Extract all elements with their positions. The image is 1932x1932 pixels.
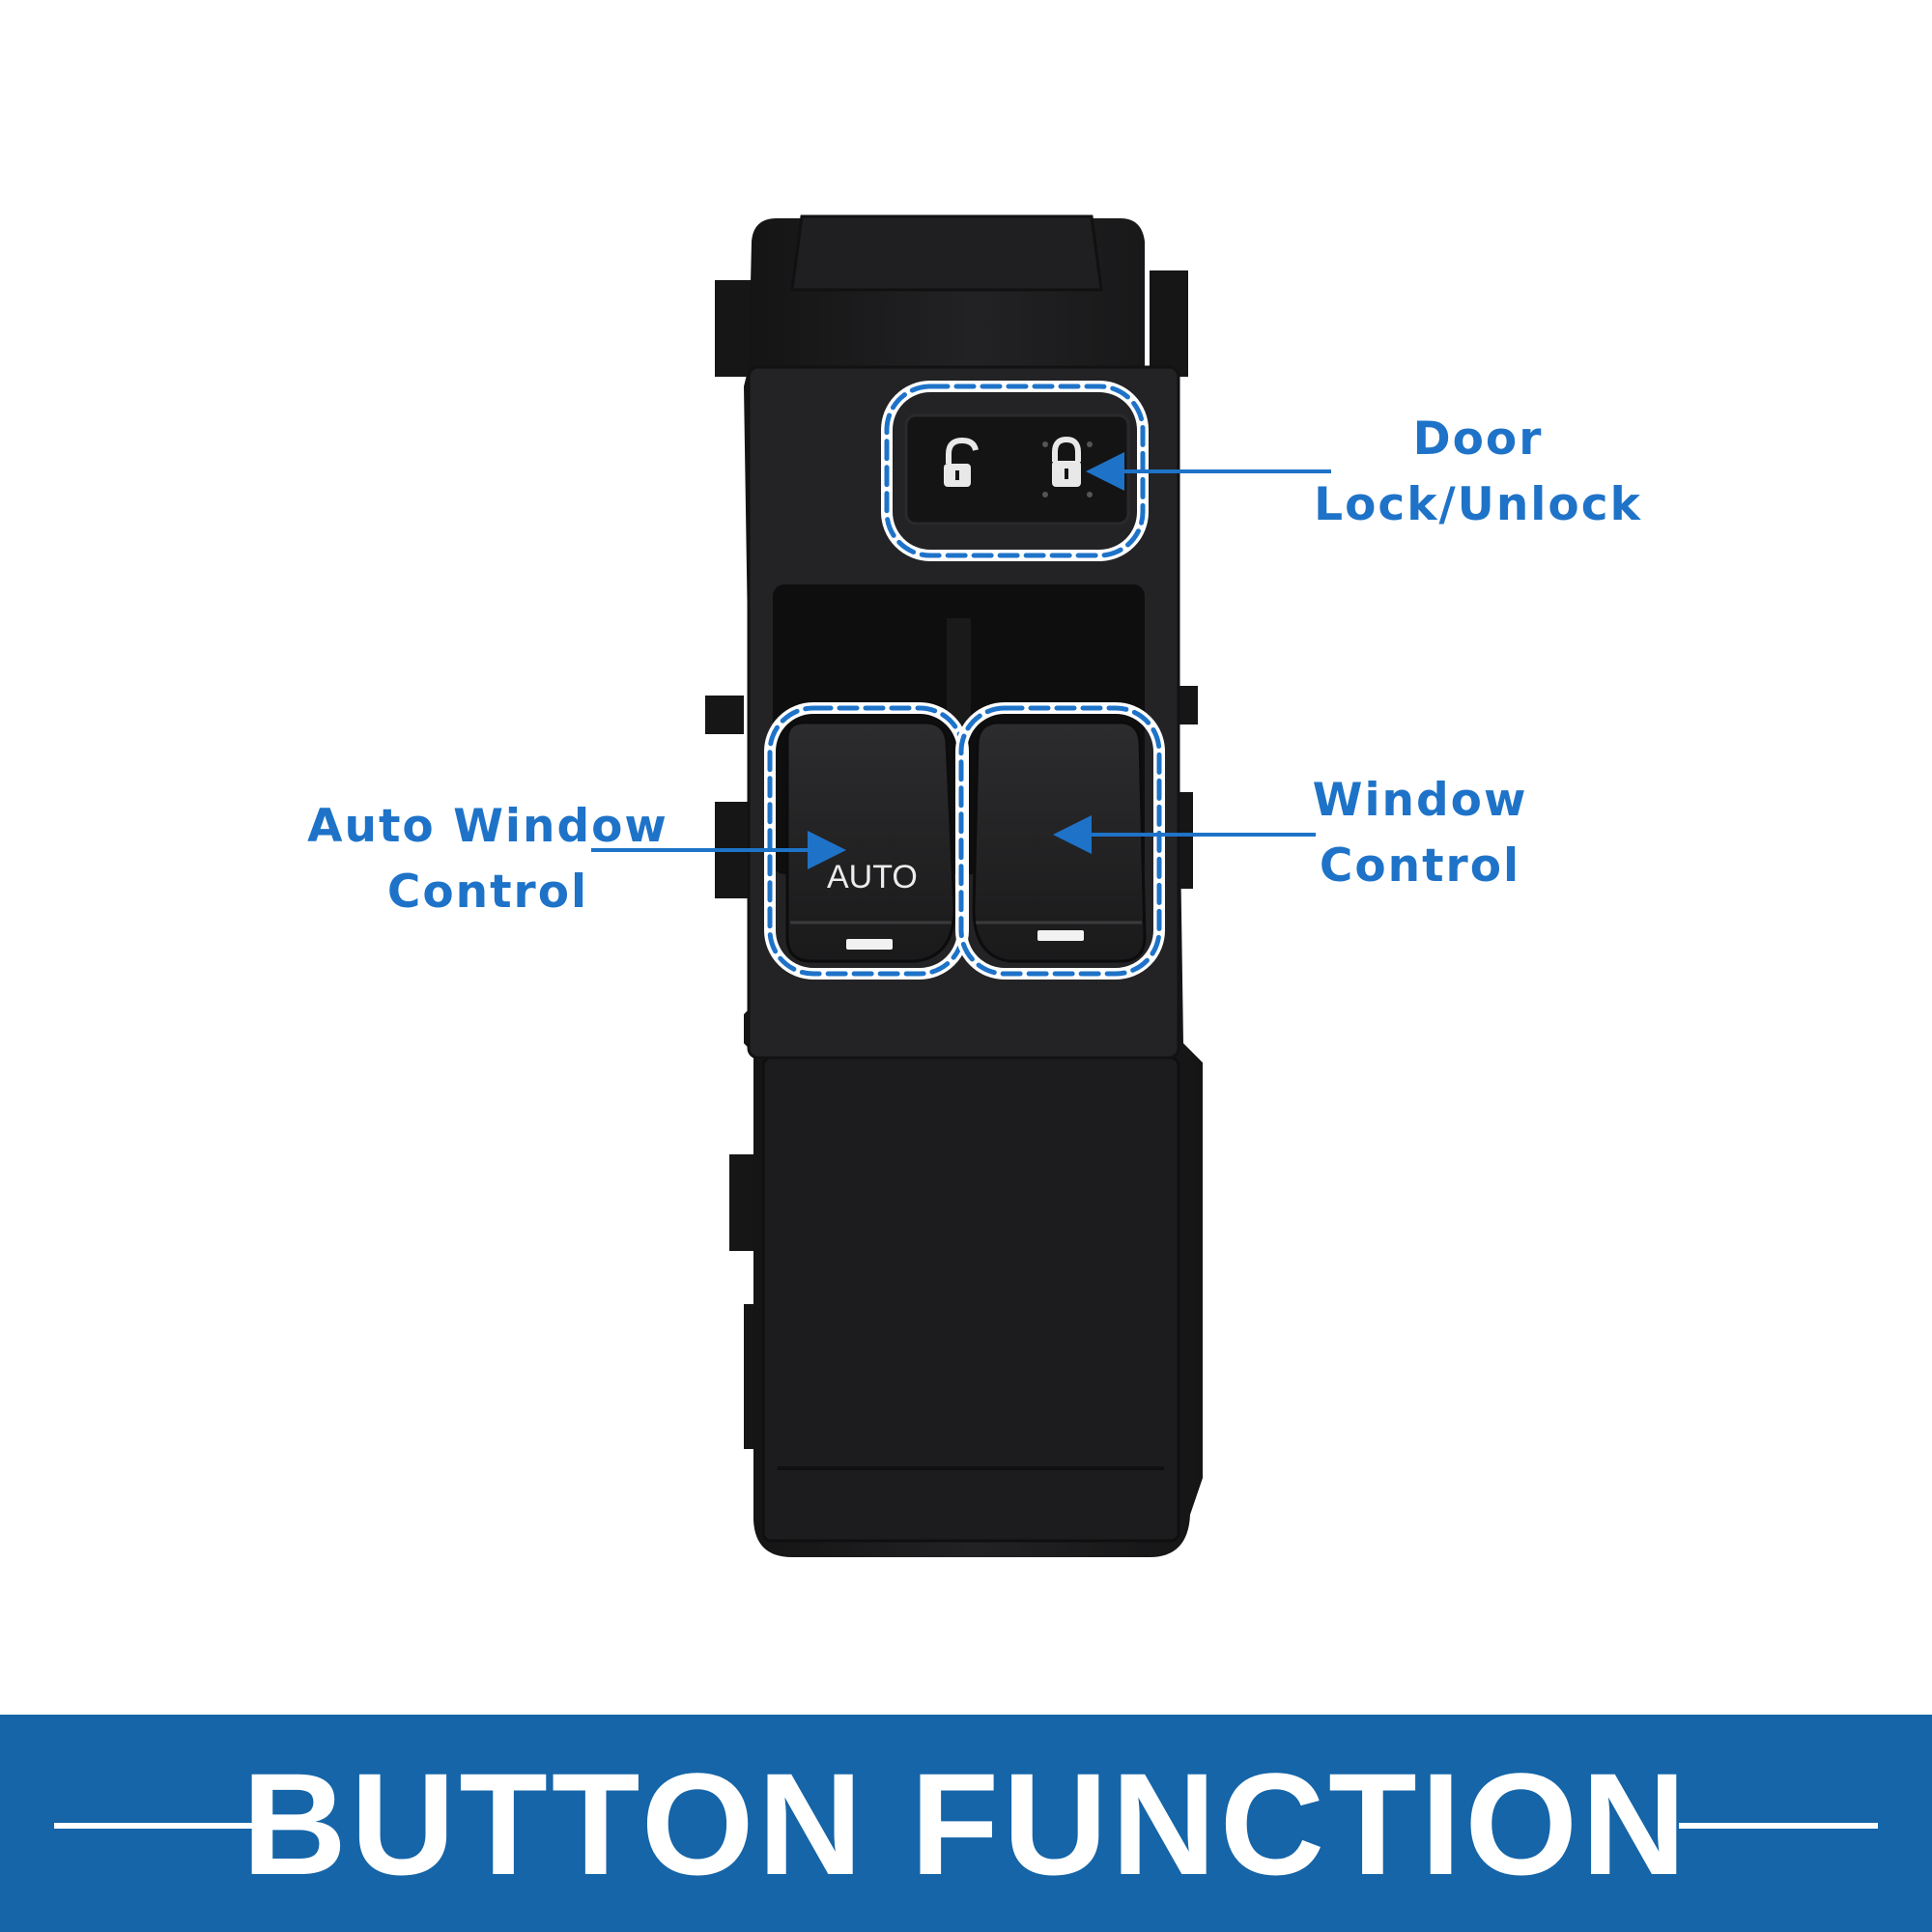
- unlock-padlock-icon: [944, 437, 979, 487]
- callout-auto-window-line1: Auto Window: [307, 800, 668, 853]
- callout-window-line1: Window: [1312, 774, 1528, 827]
- callout-window: Window Control: [1246, 768, 1594, 899]
- arrow-icon: [591, 452, 1331, 869]
- banner-title: BUTTON FUNCTION: [242, 1743, 1690, 1905]
- callout-window-line2: Control: [1319, 839, 1521, 893]
- banner-rule-left: [54, 1823, 262, 1829]
- callout-door-lock-line1: Door: [1412, 412, 1544, 466]
- auto-window-switch[interactable]: [785, 721, 956, 963]
- title-banner: BUTTON FUNCTION: [0, 1715, 1932, 1932]
- callout-auto-window: Auto Window Control: [290, 794, 686, 925]
- window-switch[interactable]: [972, 721, 1147, 963]
- callout-door-lock-line2: Lock/Unlock: [1314, 478, 1642, 531]
- callout-door-lock: Door Lock/Unlock: [1285, 407, 1671, 538]
- highlight-rings: [764, 381, 1165, 980]
- window-switch-photo: [591, 214, 1331, 1557]
- banner-rule-right: [1679, 1823, 1878, 1829]
- lock-padlock-icon: [1042, 436, 1093, 497]
- callout-auto-window-line2: Control: [386, 866, 589, 919]
- auto-label: AUTO: [827, 859, 918, 895]
